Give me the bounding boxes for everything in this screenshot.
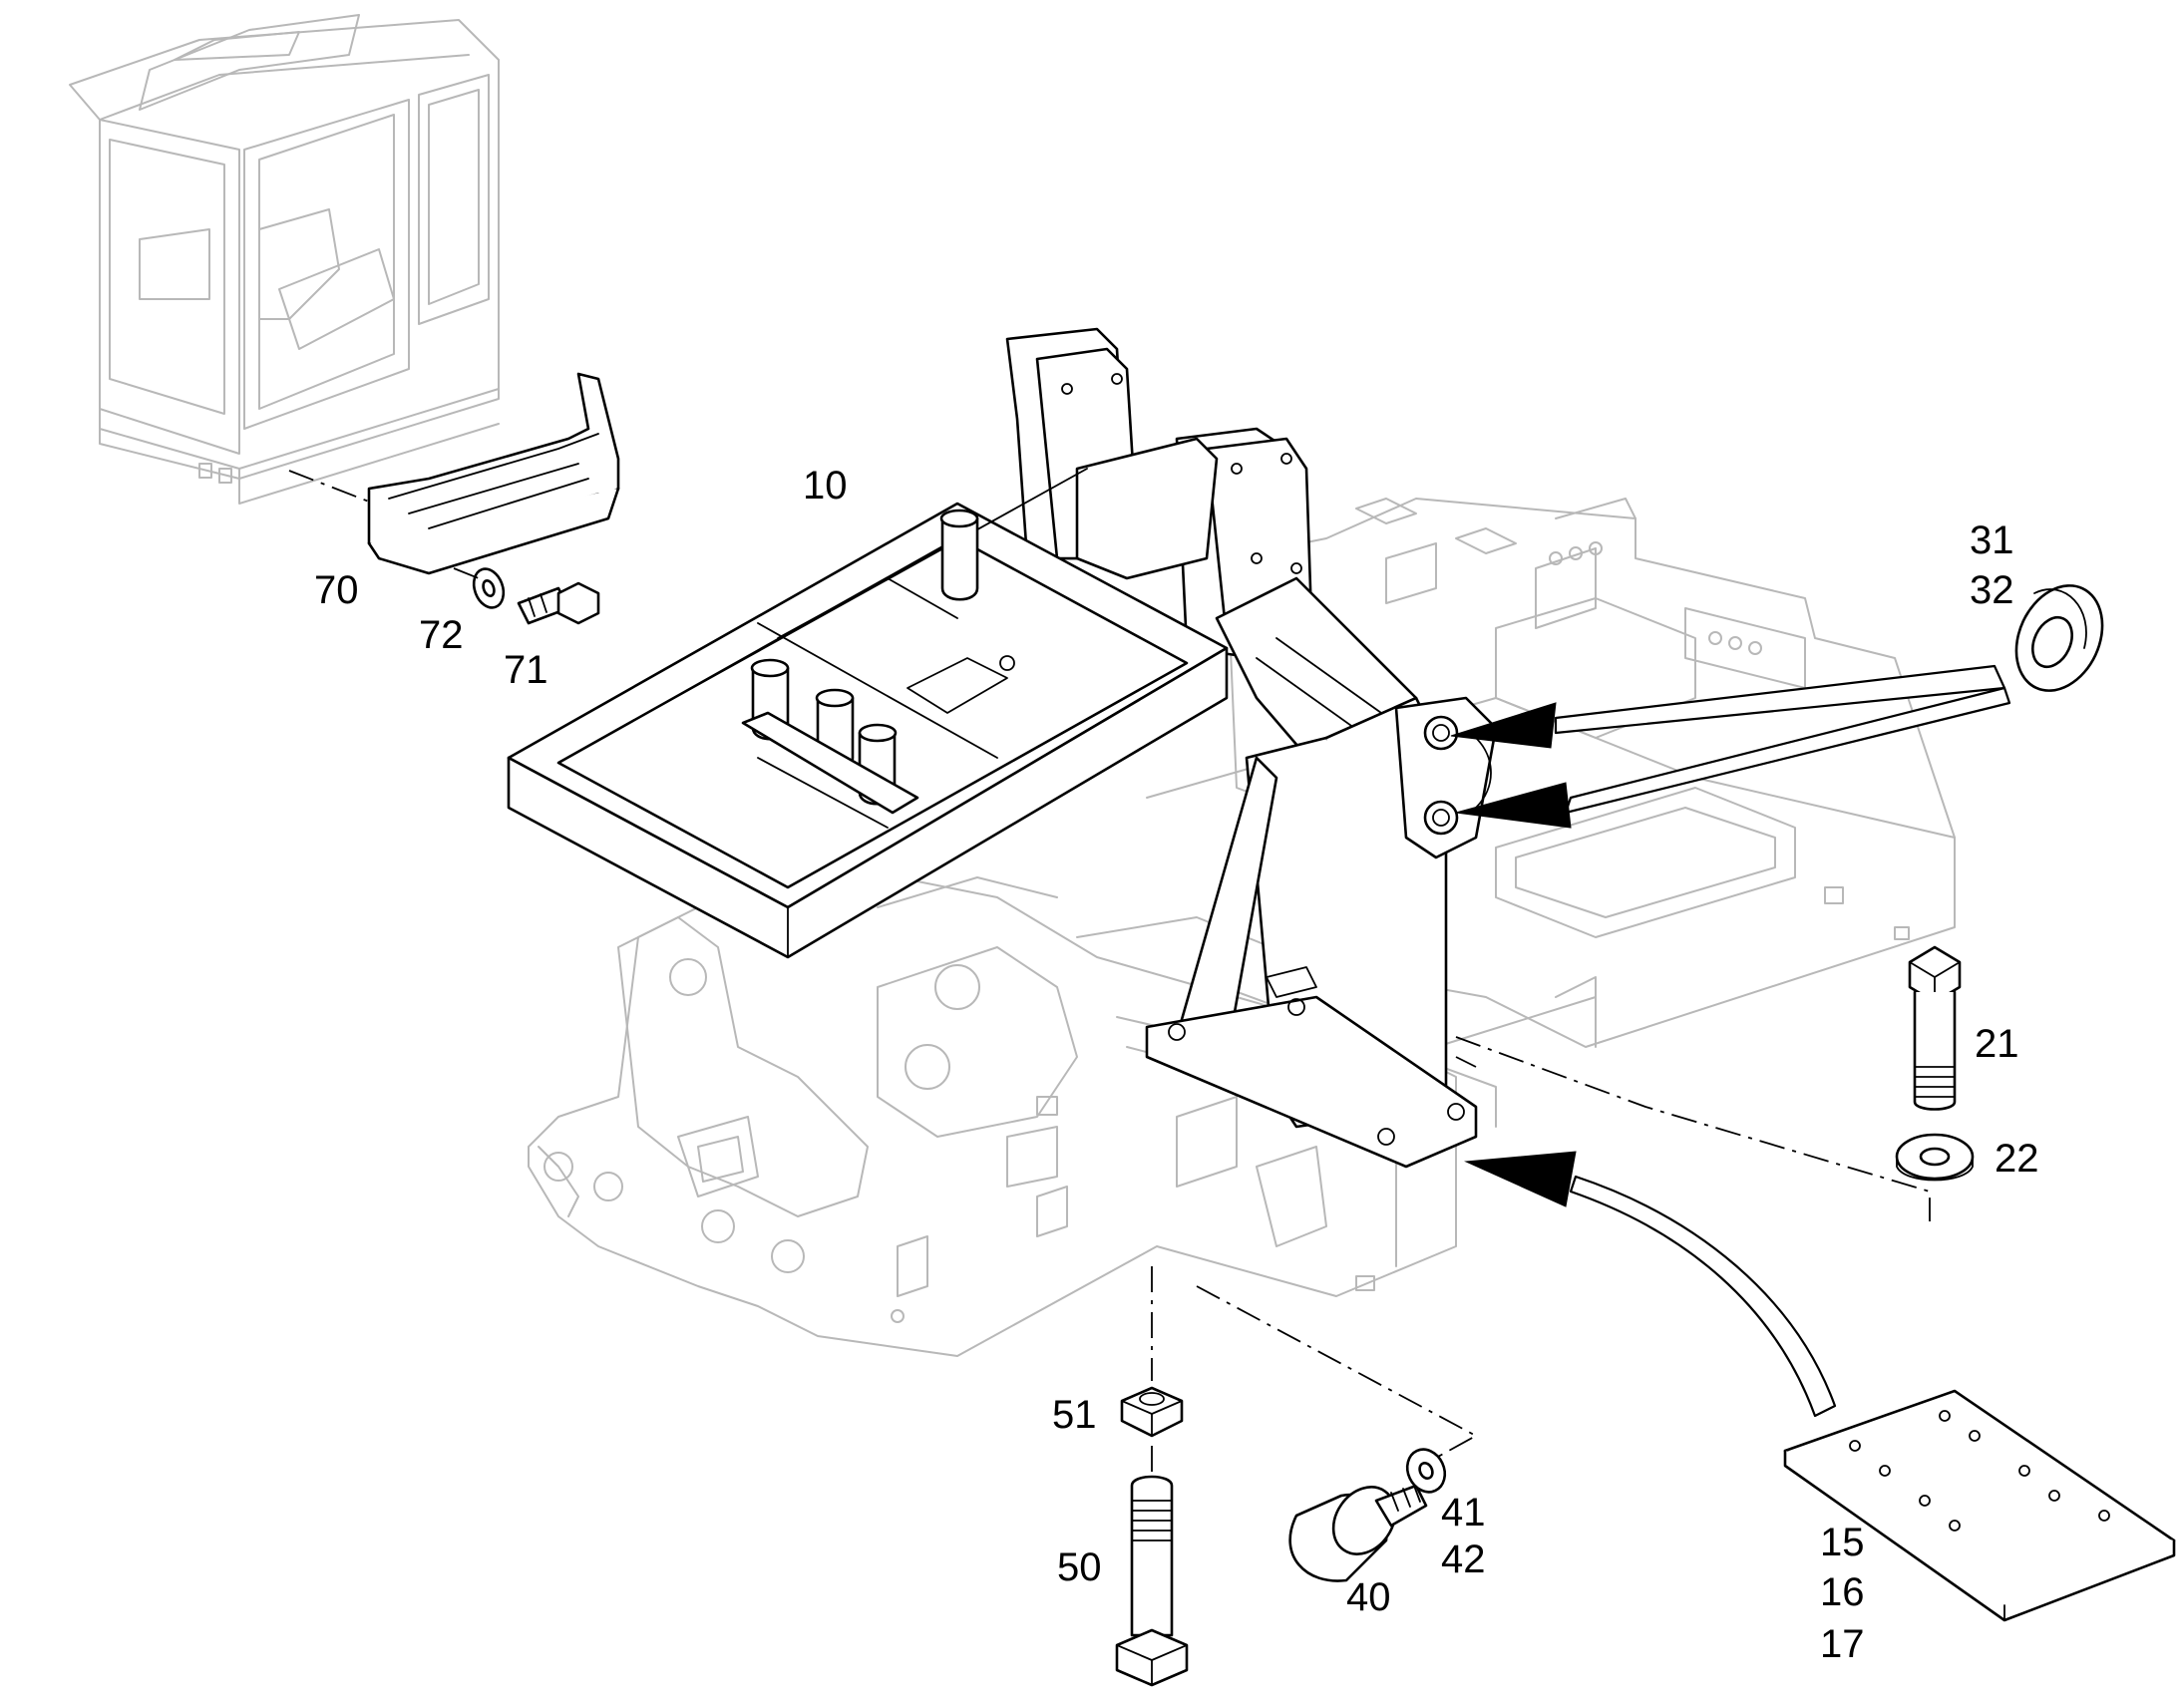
part-41-42-washer — [1405, 1448, 1447, 1494]
callout-70: 70 — [314, 568, 359, 612]
part-22-washer — [1895, 1133, 1975, 1182]
part-70-step — [367, 372, 620, 575]
part-72-washer — [472, 567, 506, 609]
callout-51: 51 — [1052, 1393, 1097, 1437]
cab-ghost — [69, 14, 500, 505]
assembly-center-lines — [288, 470, 1931, 1476]
part-10-main-bracket — [507, 327, 1498, 1169]
part-40-stop-buffer — [1288, 1484, 1428, 1582]
part-51-nut — [1120, 1386, 1184, 1438]
base-frame-ghost — [528, 876, 1457, 1357]
callout-42: 42 — [1441, 1537, 1486, 1581]
callout-10: 10 — [803, 464, 848, 508]
callout-22: 22 — [1995, 1137, 2039, 1181]
callout-40: 40 — [1346, 1575, 1391, 1619]
callout-31: 31 — [1970, 518, 2014, 562]
assembly-arrows — [1450, 664, 2011, 1418]
part-15-16-17-shim-plate — [1783, 1389, 2176, 1622]
callout-71: 71 — [504, 648, 548, 692]
callout-50: 50 — [1057, 1545, 1102, 1589]
callout-21: 21 — [1975, 1022, 2019, 1066]
callout-32: 32 — [1970, 568, 2014, 612]
callout-17: 17 — [1820, 1622, 1865, 1666]
callout-72: 72 — [419, 613, 464, 657]
callout-16: 16 — [1820, 1570, 1865, 1614]
callout-labels: 10 15 16 17 21 22 31 32 40 41 42 50 51 7… — [314, 464, 2039, 1666]
part-71-bolt — [517, 581, 600, 625]
part-21-bolt — [1908, 945, 1962, 1111]
part-31-32-spacer-ring — [2014, 584, 2104, 692]
part-50-bolt — [1115, 1475, 1189, 1687]
callout-41: 41 — [1441, 1491, 1486, 1535]
callout-15: 15 — [1820, 1521, 1865, 1564]
